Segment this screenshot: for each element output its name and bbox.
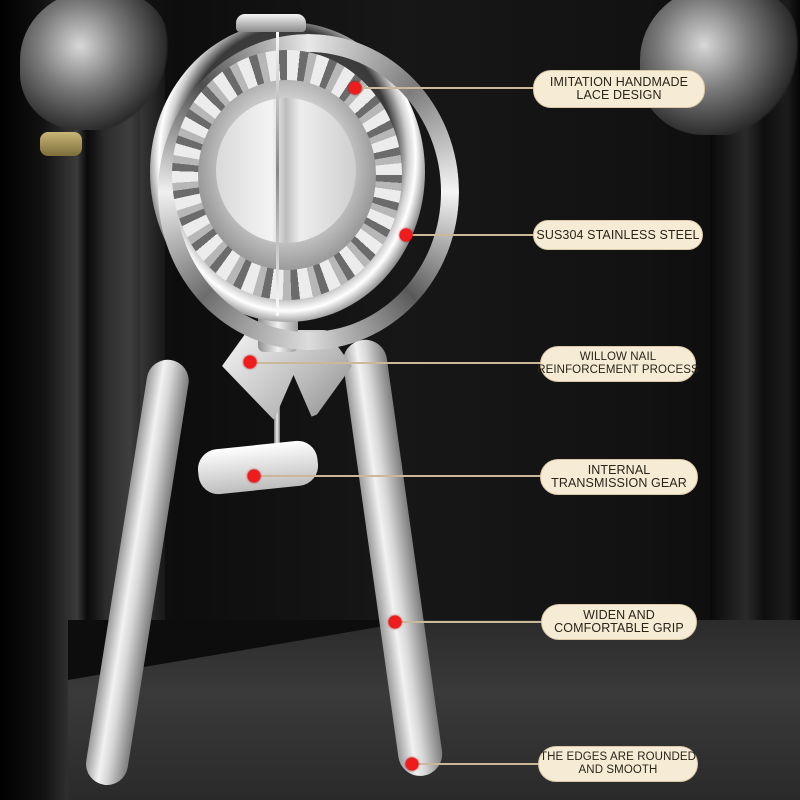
transmission-rod (274, 395, 280, 465)
callout-label-edges: THE EDGES ARE ROUNDED AND SMOOTH (538, 746, 698, 782)
mould-face (216, 98, 356, 243)
left-ornate-capital (20, 0, 170, 130)
top-hinge (236, 14, 306, 32)
callout-dot-grip (388, 615, 402, 629)
callout-line-edges (412, 763, 542, 765)
callout-dot-nail (243, 355, 257, 369)
gold-ring-decoration (40, 132, 82, 156)
callout-dot-lace (348, 81, 362, 95)
callout-dot-gear (247, 469, 261, 483)
transmission-gear (195, 438, 321, 497)
callout-label-grip: WIDEN AND COMFORTABLE GRIP (541, 604, 697, 640)
mould-seam (276, 26, 279, 316)
callout-label-steel: SUS304 STAINLESS STEEL (533, 220, 703, 250)
callout-label-lace: IMITATION HANDMADE LACE DESIGN (533, 70, 705, 108)
callout-line-grip (395, 621, 545, 623)
callout-line-gear (254, 475, 544, 477)
callout-label-gear: INTERNAL TRANSMISSION GEAR (540, 459, 698, 495)
callout-line-steel (406, 234, 536, 236)
callout-dot-steel (399, 228, 413, 242)
callout-label-nail: WILLOW NAIL REINFORCEMENT PROCESS (537, 346, 699, 382)
right-ornate-capital (640, 0, 800, 135)
callout-line-nail (250, 362, 545, 364)
callout-line-lace (355, 87, 540, 89)
callout-dot-edges (405, 757, 419, 771)
